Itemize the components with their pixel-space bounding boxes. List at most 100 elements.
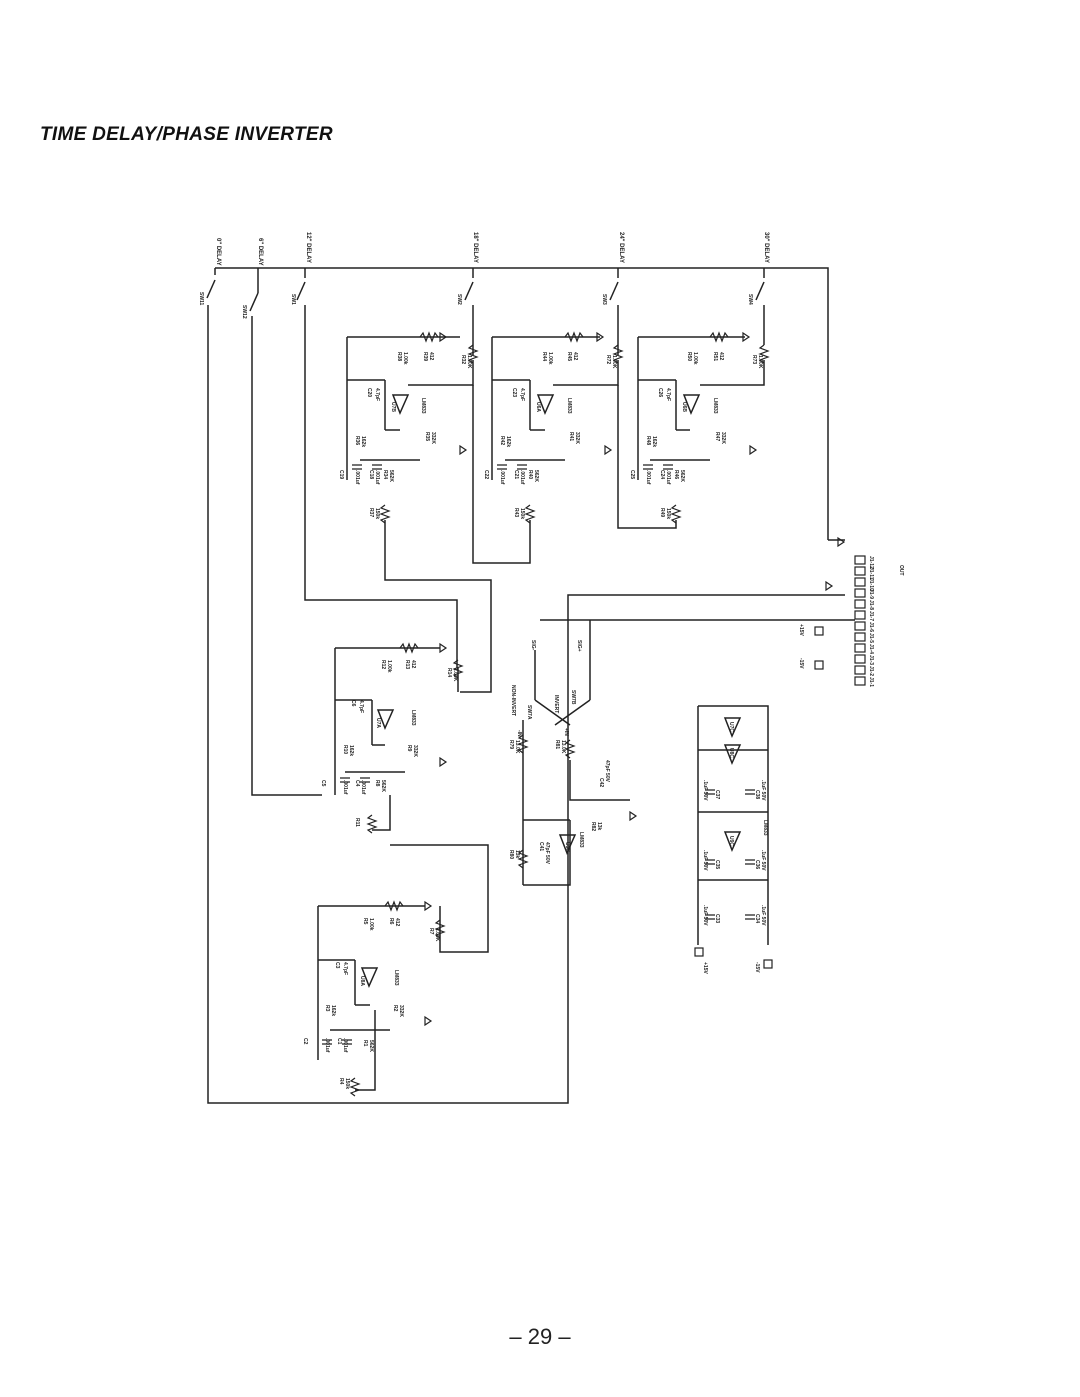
- pin-label: J1-11: [868, 567, 874, 580]
- minus15-label: -15V: [798, 658, 804, 669]
- resistors: [349, 331, 770, 1097]
- resistor-value: 1.00K: [452, 668, 458, 682]
- resistor-value: 1.00k: [368, 918, 374, 931]
- capacitor-value: 4.7pF: [358, 700, 364, 713]
- opamp-label: U8A: [359, 976, 365, 986]
- opamp-label: U9C: [728, 836, 734, 846]
- capacitor-label: C22: [483, 470, 489, 479]
- capacitor-value: .1uF 50V: [760, 850, 766, 871]
- delay-label-0: 0" DELAY: [215, 238, 221, 266]
- resistor-label: R8: [374, 780, 380, 787]
- capacitor-label: C6: [350, 700, 356, 707]
- resistor-value: 162k: [330, 1005, 336, 1016]
- capacitor-label: C2: [302, 1038, 308, 1045]
- resistor-label: R73: [751, 355, 757, 364]
- minus-in-label: -IN: [516, 730, 522, 737]
- resistor-value: 332K: [574, 432, 580, 444]
- resistor-value: 13.0K: [514, 740, 520, 754]
- opamp-label: U7B: [390, 402, 396, 412]
- resistor-label: R1: [362, 1040, 368, 1047]
- pin-label: J1-5: [868, 633, 874, 643]
- capacitors: [322, 464, 755, 1045]
- sw7a-label: SW7A: [526, 705, 532, 720]
- pin-label: J1-10: [868, 578, 874, 591]
- resistor-value: 1.00K: [757, 355, 763, 369]
- resistor-label: R2: [392, 1005, 398, 1012]
- capacitor-value: .1uF 50V: [760, 905, 766, 926]
- inverter-labels: U9B LM833 R79 13.0K R81 13.0K R80 13k R8…: [508, 740, 610, 865]
- ic-label: LM833: [566, 398, 572, 414]
- resistor-label: R11: [354, 818, 360, 827]
- resistor-value: 162k: [651, 436, 657, 447]
- capacitor-value: 4.7pF: [519, 388, 525, 401]
- delay-label-18: 18" DELAY: [472, 232, 478, 263]
- capacitor-label: C36: [754, 860, 760, 869]
- resistor-value: 412: [428, 352, 434, 361]
- switch-label-sw4: SW4: [747, 294, 753, 305]
- ic-label: LM833: [420, 398, 426, 414]
- resistor-label: R35: [424, 432, 430, 441]
- connector-out-label: OUT: [898, 565, 904, 576]
- resistor-label: R42: [499, 436, 505, 445]
- resistor-label: R40: [527, 470, 533, 479]
- resistor-value: 562K: [388, 470, 394, 482]
- delay-label-6: 6" DELAY: [257, 238, 263, 266]
- resistor-label: R43: [513, 508, 519, 517]
- capacitor-value: 4.7pF: [665, 388, 671, 401]
- page-number: – 29 –: [509, 1324, 571, 1349]
- capacitor-value: .001uf: [665, 470, 671, 485]
- capacitor-label: C37: [714, 790, 720, 799]
- pin-label: J1-2: [868, 666, 874, 676]
- switch-label-sw3: SW3: [601, 294, 607, 305]
- resistor-value: 332K: [720, 432, 726, 444]
- resistor-value: 162k: [360, 436, 366, 447]
- pin-label: J1-6: [868, 622, 874, 632]
- pin-label: J1-4: [868, 644, 874, 654]
- capacitor-label: C4: [354, 780, 360, 787]
- resistor-value: 332K: [430, 432, 436, 444]
- switch-label-sw1: SW1: [290, 294, 296, 305]
- non-invert-label: NON-INVERT: [510, 685, 516, 716]
- resistor-value: 412: [410, 660, 416, 669]
- opamp-label: U6A: [535, 402, 541, 412]
- ic-label: LM833: [393, 970, 399, 986]
- resistor-label: R44: [541, 352, 547, 361]
- wiring: [206, 267, 855, 1104]
- capacitor-label: C34: [754, 914, 760, 923]
- signal-labels: SIG- SIG+ +15V -15V +15V -15V NON-INVERT…: [510, 624, 804, 974]
- resistor-label: R81: [554, 740, 560, 749]
- resistor-label: R50: [686, 352, 692, 361]
- capacitor-value: 47pF 50V: [604, 760, 610, 783]
- resistor-label: R3: [324, 1005, 330, 1012]
- resistor-label: R38: [396, 352, 402, 361]
- resistor-value: 1.00K: [434, 928, 440, 942]
- invert-label: INVERT: [553, 695, 559, 713]
- capacitor-value: 4.7pF: [374, 388, 380, 401]
- connector-J1: [854, 555, 866, 686]
- plus15-bottom-label: +15V: [702, 962, 708, 974]
- resistor-label: R5: [362, 918, 368, 925]
- capacitor-label: C5: [320, 780, 326, 787]
- delay-labels: 0" DELAY 6" DELAY 12" DELAY 18" DELAY 24…: [215, 232, 769, 266]
- resistor-value: 562K: [533, 470, 539, 482]
- resistor-label: R79: [508, 740, 514, 749]
- capacitor-label: C26: [657, 388, 663, 397]
- capacitor-value: 4.7pF: [342, 962, 348, 975]
- delay-label-24: 24" DELAY: [618, 232, 624, 263]
- minus15-bottom-label: -15V: [754, 962, 760, 973]
- resistor-value: 562K: [368, 1040, 374, 1052]
- pin-label: J1-9: [868, 589, 874, 599]
- resistor-label: R6: [388, 918, 394, 925]
- resistor-value: 1.00k: [692, 352, 698, 365]
- plus-in-label: +IN: [563, 728, 569, 736]
- resistor-label: R39: [422, 352, 428, 361]
- resistor-label: R9: [406, 745, 412, 752]
- capacitor-label: C41: [538, 842, 544, 851]
- resistor-value: 332K: [398, 1005, 404, 1017]
- capacitor-value: .1uF 50V: [760, 780, 766, 801]
- pin-label: J1-12: [868, 556, 874, 569]
- resistor-value: 1.00K: [611, 355, 617, 369]
- sig-minus-label: SIG-: [530, 640, 536, 651]
- capacitor-value: .001uf: [354, 470, 360, 485]
